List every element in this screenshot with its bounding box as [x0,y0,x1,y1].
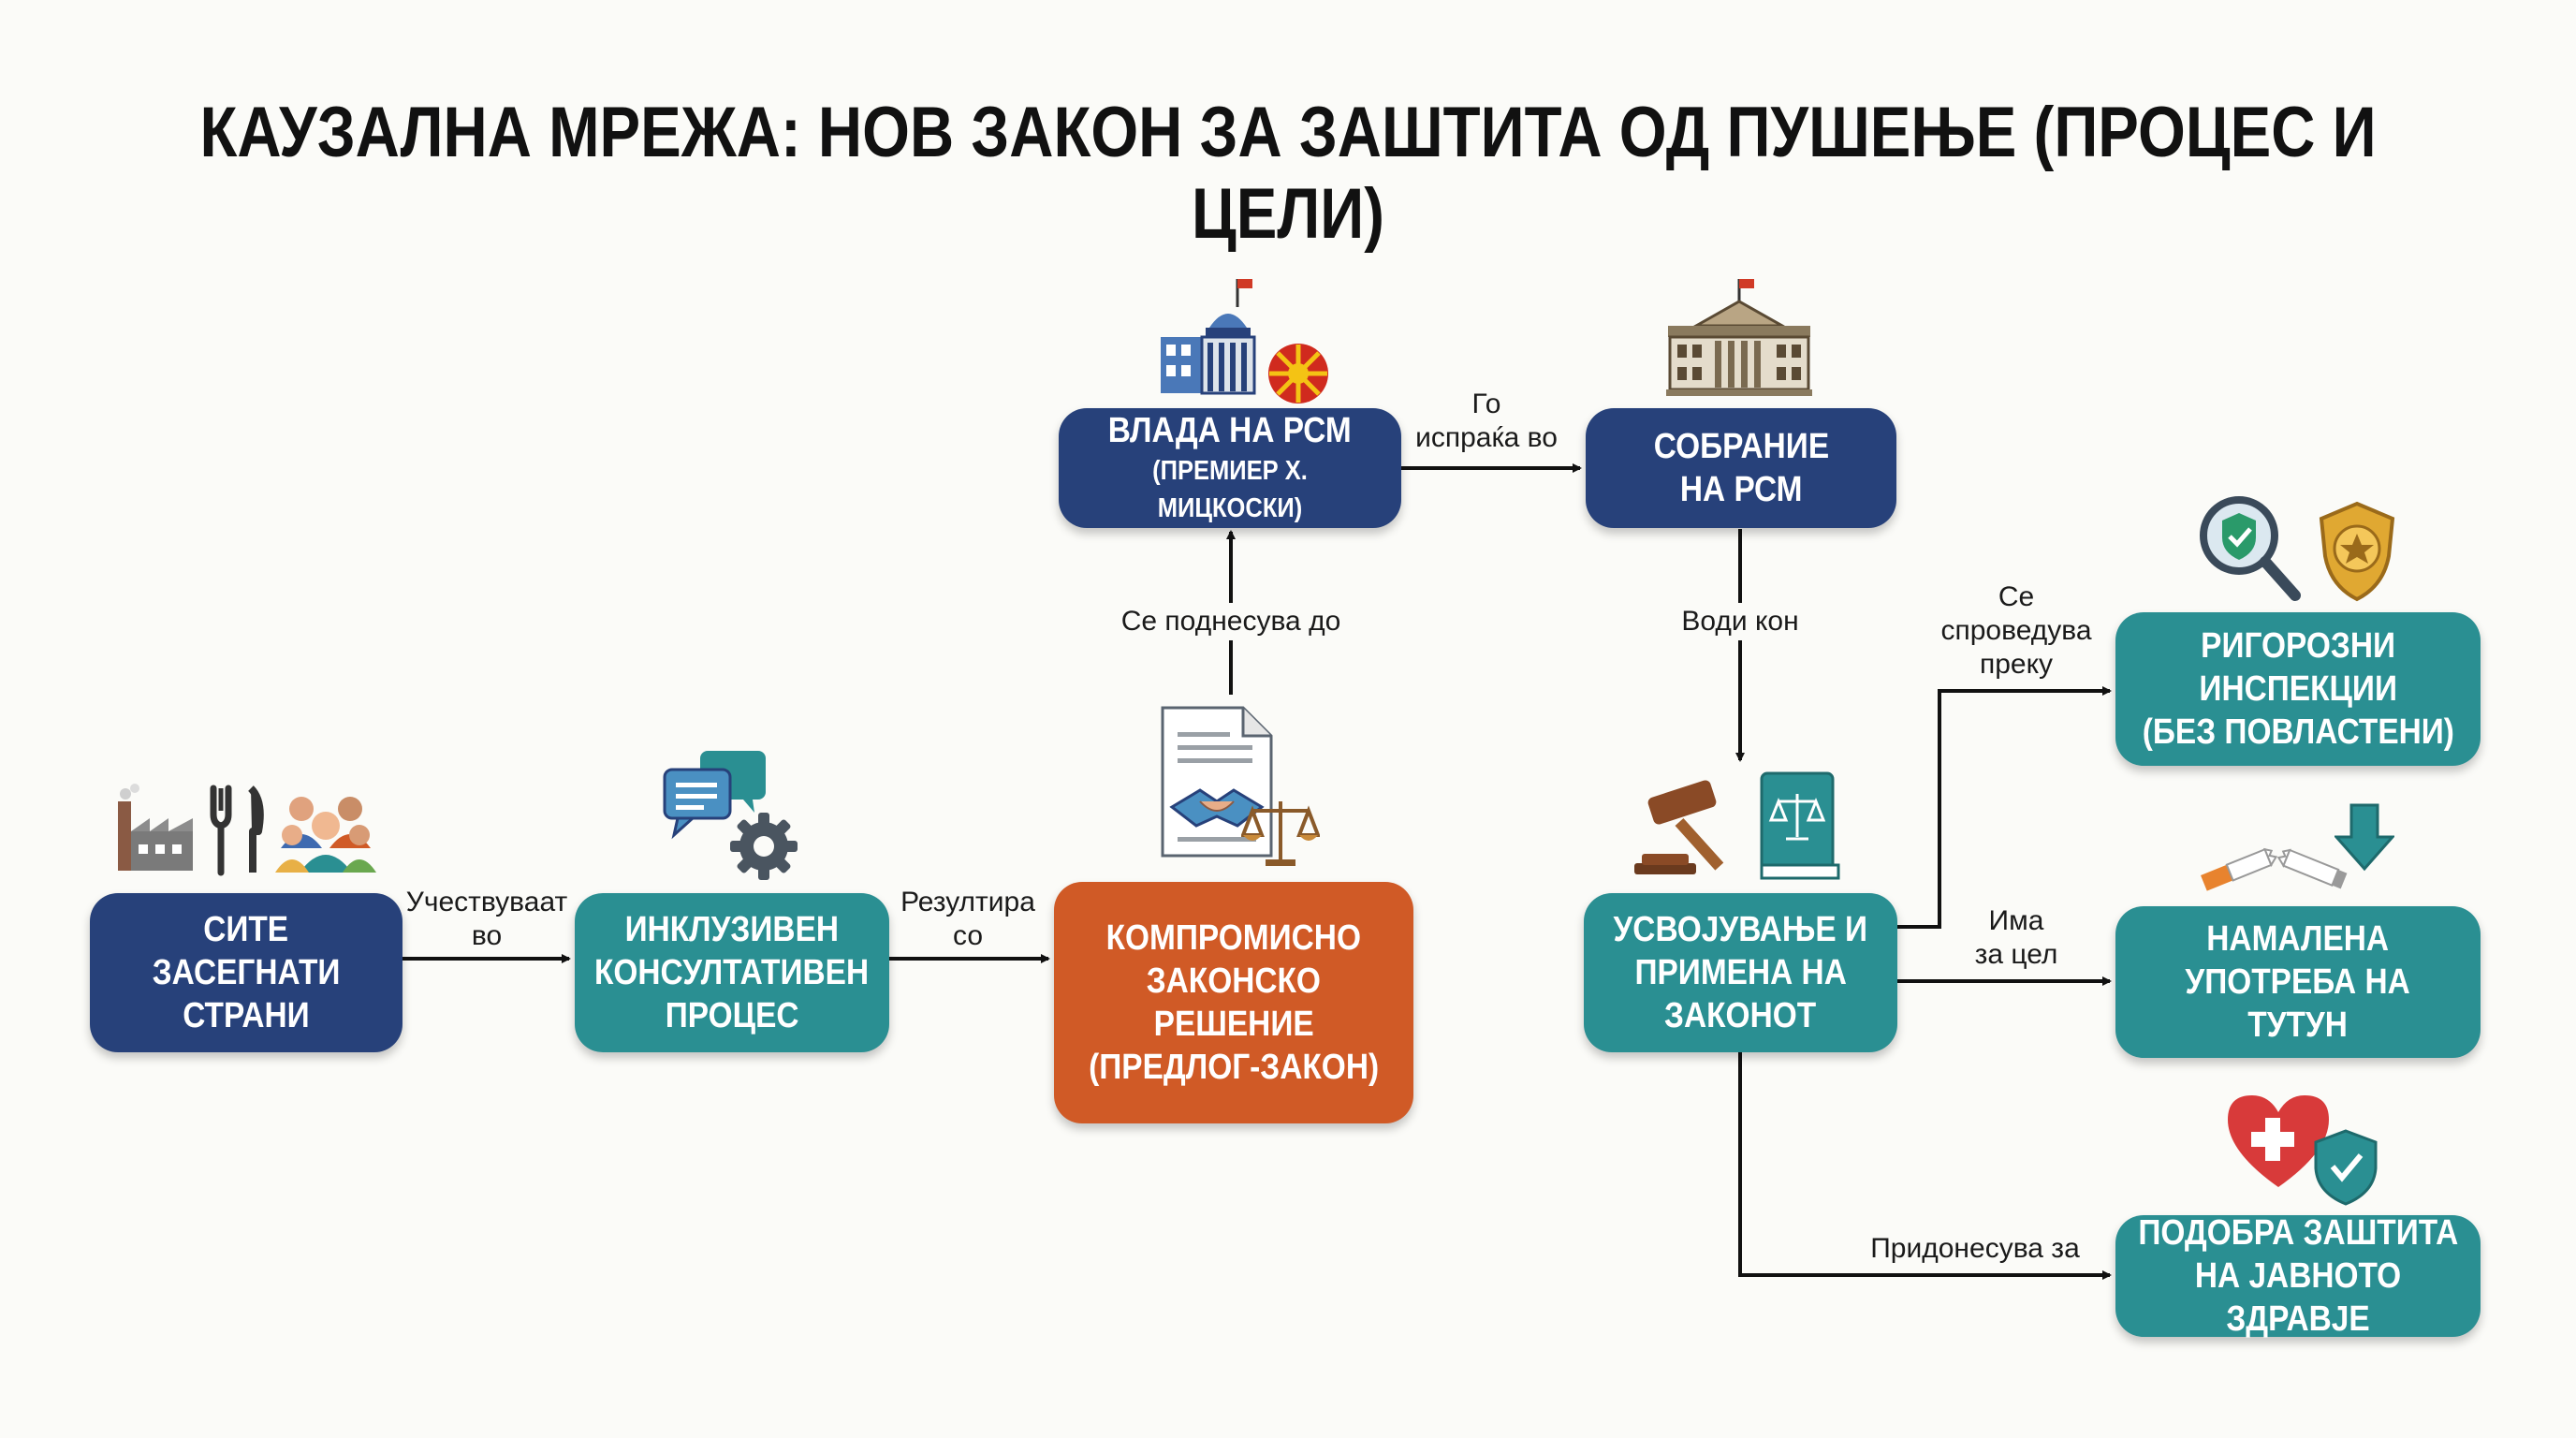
document-handshake-icon [1161,706,1273,858]
edge-label-goal: Има за цел [1974,905,2058,970]
node-consultation: ИНКЛУЗИВЕН КОНСУЛТАТИВЕН ПРОЦЕС [575,893,889,1052]
node-assembly: СОБРАНИЕ НА РСМ [1586,408,1896,528]
magnifier-shield-icon [2200,496,2301,601]
emblem-icon [1268,344,1328,404]
node-reduced-tobacco: НАМАЛЕНА УПОТРЕБА НА ТУТУН [2115,906,2481,1058]
edge-enforced [1897,686,2112,929]
gear-icon [730,813,798,880]
edge-label-submitted: Се поднесува до [1115,603,1347,640]
broken-cigarette-icon [2201,847,2348,891]
edge-label-results: Резултира со [900,887,1035,951]
edge-label-contributes: Придонесува за [1870,1233,2080,1264]
cutlery-icon [210,785,264,876]
node-inspections: РИГОРОЗНИ ИНСПЕКЦИИ (БЕЗ ПОВЛАСТЕНИ) [2115,612,2481,766]
people-icon [275,797,376,873]
chat-bubbles-icon [663,751,766,840]
heart-cross-icon [2228,1095,2329,1187]
edge-label-enforced: Се спроведува преку [1940,581,2092,680]
police-badge-icon [2319,501,2395,602]
down-arrow-icon [2334,803,2394,872]
scales-icon [1241,801,1320,866]
health-shield-icon [2314,1129,2378,1206]
node-stakeholders: СИТЕ ЗАСЕГНАТИ СТРАНИ [90,893,402,1052]
edge-label-participate: Учествуваат во [405,887,568,951]
node-government: ВЛАДА НА РСМ (ПРЕМИЕР Х. МИЦКОСКИ) [1059,408,1401,528]
page-title: КАУЗАЛНА МРЕЖА: НОВ ЗАКОН ЗА ЗАШТИТА ОД … [199,93,2377,254]
edge-label-leads: Води кон [1676,603,1805,640]
node-compromise: КОМПРОМИСНО ЗАКОНСКО РЕШЕНИЕ (ПРЕДЛОГ-ЗА… [1054,882,1413,1123]
node-public-health: ПОДОБРА ЗАШТИТА НА ЈАВНОТО ЗДРАВЈЕ [2115,1213,2481,1339]
factory-icon [118,784,193,871]
node-adoption: УСВОЈУВАЊЕ И ПРИМЕНА НА ЗАКОНОТ [1584,893,1897,1052]
edge-label-sends: Го испраќа во [1415,389,1558,453]
government-building-icon [1161,279,1256,395]
law-book-icon [1760,771,1840,880]
parliament-building-icon [1666,279,1812,396]
edge-contributes [1738,1052,2112,1280]
gavel-icon [1634,780,1724,874]
